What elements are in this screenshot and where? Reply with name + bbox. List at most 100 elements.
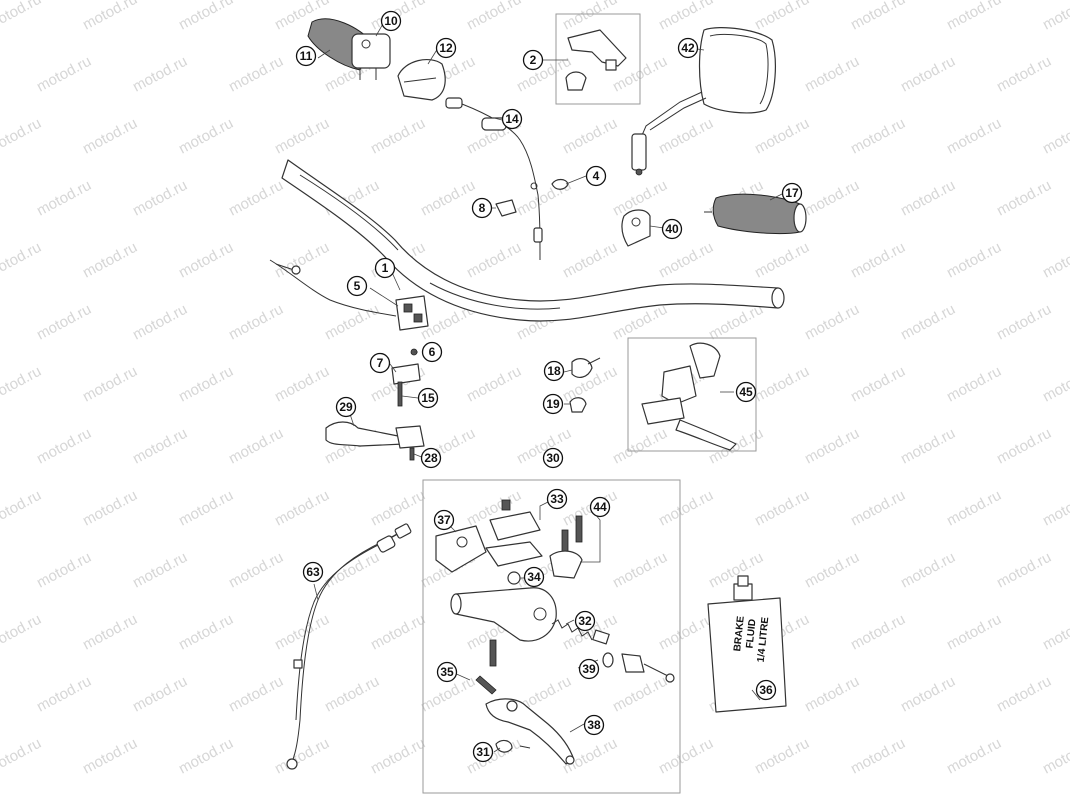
callout-circle xyxy=(781,182,803,204)
watermark-text: motod.ru xyxy=(994,53,1054,96)
group-box-part-45 xyxy=(627,337,757,452)
callout-number: 28 xyxy=(424,451,438,465)
callout-7: 7 xyxy=(369,352,391,374)
callout-42: 42 xyxy=(677,37,699,59)
callout-18: 18 xyxy=(543,360,565,382)
callout-circle xyxy=(369,352,391,374)
clutch-lever xyxy=(325,421,425,461)
callout-circle xyxy=(421,341,443,363)
callout-number: 6 xyxy=(429,345,436,359)
callout-32: 32 xyxy=(574,610,596,632)
callout-number: 33 xyxy=(550,492,564,506)
watermark-text: motod.ru xyxy=(1040,239,1070,282)
watermark-text: motod.ru xyxy=(80,363,140,406)
callout-29: 29 xyxy=(335,396,357,418)
watermark-text: motod.ru xyxy=(994,549,1054,592)
watermark-text: motod.ru xyxy=(752,115,812,158)
watermark-text: motod.ru xyxy=(848,611,908,654)
callout-number: 17 xyxy=(785,186,799,200)
mirror xyxy=(631,27,776,176)
watermark-text: motod.ru xyxy=(176,239,236,282)
watermark-text: motod.ru xyxy=(944,115,1004,158)
callout-17: 17 xyxy=(781,182,803,204)
throttle-cable xyxy=(445,97,543,261)
callout-circle xyxy=(755,679,777,701)
watermark-text: motod.ru xyxy=(176,735,236,778)
lever-assembly-45 xyxy=(641,342,737,451)
callout-circle xyxy=(542,393,564,415)
callout-circle xyxy=(380,10,402,32)
watermark-text: motod.ru xyxy=(944,0,1004,34)
watermark-text: motod.ru xyxy=(464,363,524,406)
watermark-text: motod.ru xyxy=(80,239,140,282)
watermark-text: motod.ru xyxy=(80,735,140,778)
watermark-text: motod.ru xyxy=(944,611,1004,654)
watermark-text: motod.ru xyxy=(368,115,428,158)
watermark-text: motod.ru xyxy=(802,673,862,716)
watermark-text: motod.ru xyxy=(0,115,44,158)
watermark-text: motod.ru xyxy=(272,239,332,282)
watermark-text: motod.ru xyxy=(464,239,524,282)
bottle-label-line-3: 1/4 LITRE xyxy=(756,616,772,663)
leader-lines xyxy=(313,21,783,753)
bracket-40 xyxy=(621,209,651,247)
watermark-text: motod.ru xyxy=(130,549,190,592)
callout-circle xyxy=(435,37,457,59)
watermark-text: motod.ru xyxy=(752,363,812,406)
callout-circle xyxy=(302,561,324,583)
callout-number: 38 xyxy=(587,718,601,732)
watermark-text: motod.ru xyxy=(418,177,478,220)
group-box-master-cylinder xyxy=(422,479,681,794)
callout-37: 37 xyxy=(433,509,455,531)
watermark-text: motod.ru xyxy=(848,363,908,406)
watermark-text: motod.ru xyxy=(656,487,716,530)
watermark-layer: motod.ru motod.ru motod.ru motod.ru motod.ru… xyxy=(0,0,1070,778)
callout-33: 33 xyxy=(546,488,568,510)
callout-10: 10 xyxy=(380,10,402,32)
watermark-text: motod.ru xyxy=(34,673,94,716)
callout-circle xyxy=(574,610,596,632)
watermark-text: motod.ru xyxy=(994,425,1054,468)
watermark-text: motod.ru xyxy=(130,673,190,716)
watermark-text: motod.ru xyxy=(130,425,190,468)
watermark-text: motod.ru xyxy=(802,177,862,220)
clip-8 xyxy=(495,199,517,217)
watermark-text: motod.ru xyxy=(0,239,44,282)
callout-circle xyxy=(346,275,368,297)
watermark-text: motod.ru xyxy=(1040,0,1070,34)
callout-45: 45 xyxy=(735,381,757,403)
callout-34: 34 xyxy=(523,566,545,588)
callout-circle xyxy=(585,165,607,187)
watermark-text: motod.ru xyxy=(848,239,908,282)
callout-39: 39 xyxy=(578,658,600,680)
throttle-clamp xyxy=(565,29,627,91)
callout-40: 40 xyxy=(661,218,683,240)
watermark-text: motod.ru xyxy=(656,115,716,158)
watermark-text: motod.ru xyxy=(226,673,286,716)
watermark-text: motod.ru xyxy=(272,363,332,406)
watermark-text: motod.ru xyxy=(752,239,812,282)
watermark-text: motod.ru xyxy=(898,301,958,344)
watermark-text: motod.ru xyxy=(272,611,332,654)
callout-35: 35 xyxy=(436,661,458,683)
callout-19: 19 xyxy=(542,393,564,415)
watermark-text: motod.ru xyxy=(226,301,286,344)
callout-14: 14 xyxy=(501,108,523,130)
watermark-text: motod.ru xyxy=(706,425,766,468)
callout-number: 29 xyxy=(339,400,353,414)
callout-circle xyxy=(501,108,523,130)
watermark-text: motod.ru xyxy=(752,0,812,34)
callout-number: 10 xyxy=(384,14,398,28)
callout-number: 19 xyxy=(546,397,560,411)
watermark-text: motod.ru xyxy=(898,53,958,96)
watermark-text: motod.ru xyxy=(610,549,670,592)
watermark-text: motod.ru xyxy=(560,239,620,282)
watermark-text: motod.ru xyxy=(226,549,286,592)
watermark-text: motod.ru xyxy=(1040,363,1070,406)
watermark-text: motod.ru xyxy=(994,301,1054,344)
watermark-text: motod.ru xyxy=(322,549,382,592)
watermark-text: motod.ru xyxy=(898,425,958,468)
watermark-text: motod.ru xyxy=(848,0,908,34)
